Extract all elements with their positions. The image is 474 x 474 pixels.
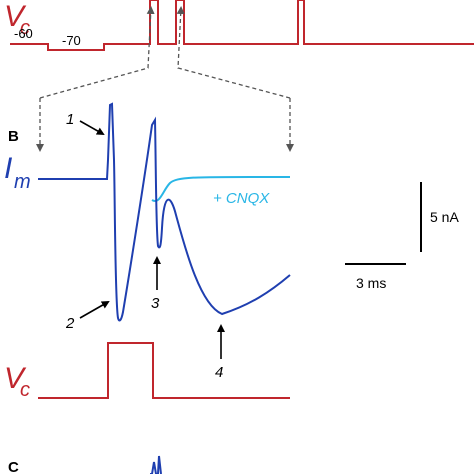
callout-2-label: 2 — [65, 315, 75, 332]
im-label: I m — [4, 152, 31, 193]
callout-1-label: 1 — [66, 111, 74, 128]
scale-bars: 5 nA 3 ms — [345, 182, 459, 291]
callout-3-label: 3 — [151, 295, 160, 312]
cnqx-trace — [151, 175, 291, 202]
panel-b-label: B — [8, 128, 19, 145]
scale-time-label: 3 ms — [356, 275, 386, 291]
connector-arrows — [36, 6, 294, 152]
panel-c-label: C — [8, 459, 19, 474]
cnqx-label: + CNQX — [213, 190, 270, 207]
callout-2-arrow — [79, 301, 110, 319]
im-trace — [38, 102, 291, 322]
b-vc-subscript: c — [20, 379, 30, 401]
top-vc-label: V c — [4, 0, 30, 39]
callout-3: 3 — [151, 256, 161, 312]
scale-current-label: 5 nA — [430, 209, 459, 225]
callout-4-label: 4 — [215, 364, 223, 381]
im-symbol: I — [4, 152, 12, 185]
connector-up-right — [176, 6, 291, 99]
callout-1: 1 — [66, 111, 105, 135]
callout-1-arrow — [79, 120, 105, 135]
b-vc-label: V c — [4, 362, 30, 401]
connector-up-left — [39, 6, 155, 99]
b-vc-symbol: V — [4, 362, 27, 395]
top-vc-trace — [10, 0, 474, 51]
top-vc-symbol: V — [4, 0, 27, 33]
c-im-trace — [150, 455, 162, 474]
callout-2: 2 — [65, 301, 110, 332]
top-level-a: -60 — [14, 26, 33, 41]
b-vc-trace — [38, 342, 290, 399]
im-subscript: m — [14, 171, 31, 193]
callout-4: 4 — [215, 324, 225, 381]
top-vc-subscript: c — [20, 17, 30, 39]
top-level-b: -70 — [62, 33, 81, 48]
